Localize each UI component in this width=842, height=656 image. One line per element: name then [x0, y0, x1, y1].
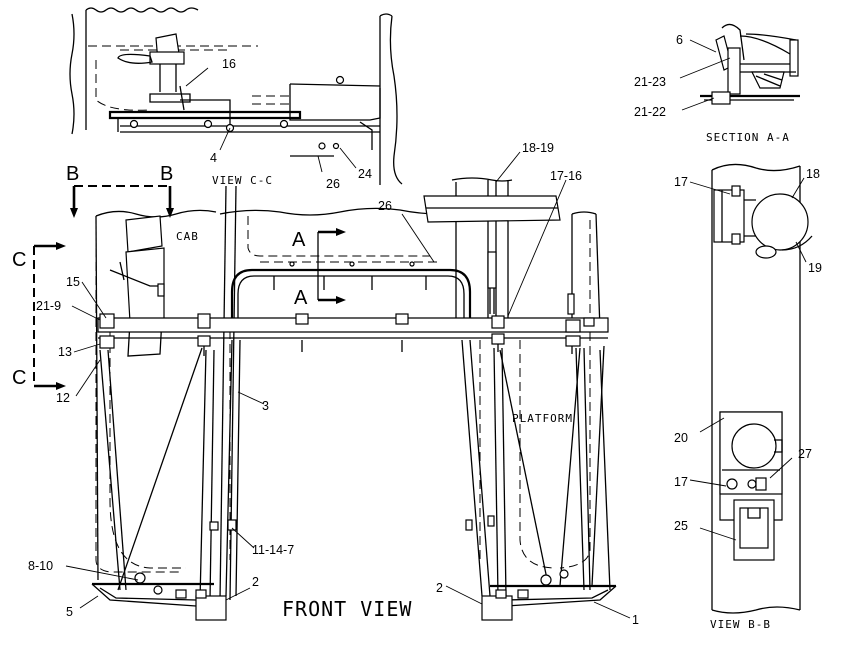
callouts-front-view: 18-19 17-16 26 15 21-9 13 12 3 11-14-7 8… — [28, 141, 639, 627]
cab-label: CAB — [176, 230, 199, 243]
callout: 27 — [798, 447, 812, 461]
view-bb-drawing — [689, 163, 813, 614]
callout: 13 — [58, 345, 72, 359]
section-marker-b-right: B — [160, 163, 173, 185]
front-view-drawing — [33, 151, 631, 621]
callout: 18-19 — [522, 141, 554, 155]
callout: 21-23 — [634, 75, 666, 89]
callout: 21-22 — [634, 105, 666, 119]
callout: 2 — [436, 581, 443, 595]
view-cc-title: VIEW C-C — [212, 174, 273, 187]
callout: 6 — [676, 33, 683, 47]
callouts-section-aa: 6 21-23 21-22 — [634, 33, 683, 119]
section-marker-b-left: B — [66, 163, 79, 185]
callout: 17 — [674, 475, 688, 489]
callout: 24 — [358, 167, 372, 181]
view-bb-title: VIEW B-B — [710, 618, 771, 631]
callout: 17 — [674, 175, 688, 189]
callout: 4 — [210, 151, 217, 165]
callout: 11-14-7 — [252, 543, 294, 557]
callout: 1 — [632, 613, 639, 627]
callout: 16 — [222, 57, 236, 71]
callout: 18 — [806, 167, 820, 181]
callouts-view-bb: 17 18 19 20 27 17 25 — [674, 167, 822, 533]
section-marker-c-bottom: C — [12, 367, 26, 389]
section-marker-a-top: A — [292, 229, 306, 251]
callouts-view-cc: 16 4 26 24 — [210, 57, 372, 191]
platform-label: PLATFORM — [512, 412, 573, 425]
plate-bolts — [99, 293, 595, 356]
front-view-title: FRONT VIEW — [282, 597, 412, 621]
callout: 8-10 — [28, 559, 53, 573]
area-labels: CAB PLATFORM — [176, 230, 573, 425]
section-aa-title: SECTION A-A — [706, 131, 790, 144]
callout: 21-9 — [36, 299, 61, 313]
section-markers: B B C C A A — [12, 163, 308, 389]
section-marker-a-bottom: A — [294, 287, 308, 309]
view-cc-drawing — [69, 7, 403, 185]
callout: 26 — [326, 177, 340, 191]
callout: 19 — [808, 261, 822, 275]
view-titles: VIEW C-C FRONT VIEW SECTION A-A VIEW B-B — [212, 131, 790, 631]
callout: 20 — [674, 431, 688, 445]
callout: 15 — [66, 275, 80, 289]
callout: 25 — [674, 519, 688, 533]
callout: 2 — [252, 575, 259, 589]
callout: 26 — [378, 199, 392, 213]
callout: 17-16 — [550, 169, 582, 183]
callout: 12 — [56, 391, 70, 405]
section-marker-c-top: C — [12, 249, 26, 271]
callout: 5 — [66, 605, 73, 619]
section-aa-drawing — [679, 23, 800, 111]
callout: 3 — [262, 399, 269, 413]
